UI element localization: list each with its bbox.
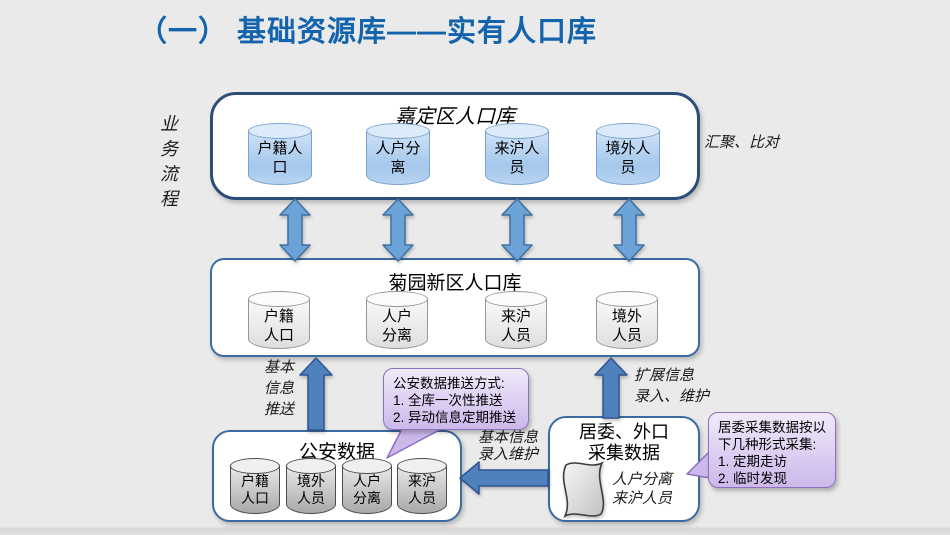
callout-police-push-mode: 公安数据推送方式: 1. 全库一次性推送 2. 异动信息定期推送 — [383, 368, 529, 430]
cylinder-top — [397, 458, 447, 474]
cylinder-body — [485, 131, 549, 185]
cylinder-body — [248, 131, 312, 185]
cylinder-top — [286, 458, 336, 474]
cylinder-top — [596, 123, 660, 139]
db-cylinder: 户籍人口 — [248, 291, 310, 349]
cylinder-top — [248, 291, 310, 307]
db-cylinder: 境外人员 — [286, 458, 336, 514]
cylinder-top — [342, 458, 392, 474]
jiading-box-title: 嘉定区人口库 — [395, 106, 515, 128]
cylinder-body — [248, 299, 310, 349]
cylinder-label: 境外人员 — [605, 140, 651, 176]
cylinder-body — [286, 466, 336, 514]
cylinder-label: 境外人员 — [297, 473, 325, 506]
cylinder-body — [366, 299, 428, 349]
juyuan-box-title: 菊园新区人口库 — [388, 273, 522, 294]
cylinder-label: 境外人员 — [611, 308, 642, 344]
cylinder-top — [248, 123, 312, 139]
cylinder-body — [397, 466, 447, 514]
db-cylinder: 人户分离 — [366, 123, 430, 185]
cylinder-body — [366, 131, 430, 185]
db-cylinder: 来沪人员 — [485, 123, 549, 185]
cylinder-top — [230, 458, 280, 474]
police-data-box: 公安数据 户籍人口 境外人员 人户分离 来沪人员 — [212, 430, 462, 522]
cylinder-top — [366, 123, 430, 139]
double-arrow-icon — [501, 198, 533, 262]
side-label-business-process: 业务流程 — [160, 114, 178, 209]
cylinder-label: 户籍人口 — [241, 473, 269, 506]
committee-box-title: 居委、外口采集数据 — [579, 422, 669, 463]
cylinder-top — [366, 291, 428, 307]
wavy-document-icon — [562, 461, 605, 518]
annotation-basic-info-push: 基本 信息 推送 — [263, 359, 294, 418]
cylinder-label: 人户分离 — [381, 308, 412, 344]
committee-collection-box: 居委、外口采集数据 人户分离来沪人员 — [548, 416, 700, 522]
annotation-aggregate-compare: 汇聚、比对 — [704, 134, 780, 151]
cylinder-label: 来沪人员 — [500, 308, 531, 344]
annotation-basic-info-entry: 基本信息 录入维护 — [477, 429, 538, 463]
callout-tail — [386, 426, 446, 459]
db-cylinder: 户籍人口 — [248, 123, 312, 185]
cylinder-body — [596, 131, 660, 185]
juyuan-population-db-box: 菊园新区人口库 户籍人口 人户分离 来沪人员 境外人员 — [210, 258, 700, 357]
cylinder-label: 人户分离 — [353, 473, 381, 506]
doc-label: 人户分离来沪人员 — [612, 471, 673, 507]
page-title: （一） 基础资源库——实有人口库 — [138, 16, 598, 48]
db-cylinder: 户籍人口 — [230, 458, 280, 514]
db-cylinder: 境外人员 — [596, 291, 658, 349]
db-cylinder: 人户分离 — [366, 291, 428, 349]
cylinder-label: 来沪人员 — [494, 140, 540, 176]
cylinder-top — [596, 291, 658, 307]
up-arrow-icon — [594, 357, 628, 419]
left-arrow-icon — [459, 461, 549, 495]
double-arrow-icon — [613, 198, 645, 262]
cylinder-body — [596, 299, 658, 349]
db-cylinder: 境外人员 — [596, 123, 660, 185]
cylinder-top — [485, 291, 547, 307]
cylinder-label: 来沪人员 — [408, 473, 436, 506]
double-arrow-icon — [279, 198, 311, 262]
callout-committee-collection-forms: 居委采集数据按以 下几种形式采集: 1. 定期走访 2. 临时发现 — [708, 412, 836, 488]
jiading-population-db-box: 嘉定区人口库 户籍人口 人户分离 来沪人员 境外人员 — [210, 92, 700, 200]
db-cylinder: 人户分离 — [342, 458, 392, 514]
db-cylinder: 来沪人员 — [397, 458, 447, 514]
cylinder-label: 户籍人口 — [263, 308, 294, 344]
cylinder-label: 户籍人口 — [257, 140, 303, 176]
double-arrow-icon — [382, 198, 414, 262]
db-cylinder: 来沪人员 — [485, 291, 547, 349]
annotation-extended-info: 扩展信息 录入、维护 — [634, 367, 710, 405]
cylinder-label: 人户分离 — [375, 140, 421, 176]
cylinder-body — [485, 299, 547, 349]
cylinder-body — [230, 466, 280, 514]
up-arrow-icon — [299, 357, 333, 431]
cylinder-top — [485, 123, 549, 139]
cylinder-body — [342, 466, 392, 514]
